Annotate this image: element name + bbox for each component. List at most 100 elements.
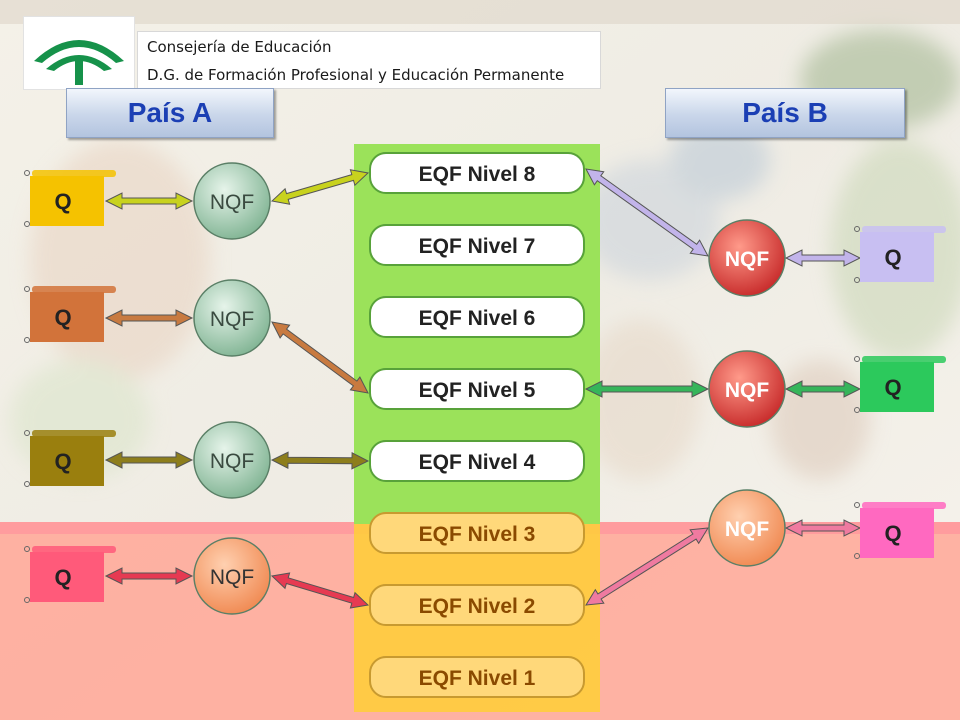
q-scroll-curl [854, 407, 860, 413]
q-card-country-a: Q [24, 170, 116, 227]
q-card-country-b: Q [854, 502, 946, 559]
eqf-level-label: EQF Nivel 2 [419, 595, 536, 618]
arrow-eqf-nqf-b [585, 527, 709, 606]
junta-logo-icon [34, 40, 124, 85]
eqf-level-label: EQF Nivel 7 [419, 235, 536, 258]
eqf-level-rect [369, 440, 585, 482]
q-card-country-b: Q [854, 356, 946, 413]
arrow-nqf-eqf-a [270, 169, 370, 205]
q-card-body [30, 552, 104, 602]
arrow-shape [784, 380, 862, 398]
arrow-shape [104, 451, 194, 469]
eqf-level-box: EQF Nivel 5 [369, 368, 585, 410]
q-card-body [860, 232, 934, 282]
eqf-level-label: EQF Nivel 3 [419, 523, 536, 546]
eqf-level-box: EQF Nivel 8 [369, 152, 585, 194]
header-box: Consejería de Educación D.G. de Formació… [137, 31, 601, 89]
eqf-level-box: EQF Nivel 7 [369, 224, 585, 266]
q-label: Q [54, 305, 71, 330]
nqf-label: NQF [210, 566, 254, 589]
eqf-level-box: EQF Nivel 6 [369, 296, 585, 338]
eqf-level-label: EQF Nivel 4 [419, 451, 536, 474]
nqf-node-country-a: NQF [193, 162, 271, 240]
nqf-node-country-b: NQF [708, 219, 786, 297]
q-scroll-curl [854, 502, 860, 508]
junta-logo [23, 16, 135, 90]
q-card-body [30, 176, 104, 226]
eqf-level-rect [369, 584, 585, 626]
q-scroll-curl [854, 553, 860, 559]
arrow-shape [584, 380, 710, 398]
nqf-circle [193, 421, 271, 499]
q-card-country-a: Q [24, 286, 116, 343]
q-scroll-curl [24, 221, 30, 227]
arrow-nqf-q-b [784, 519, 862, 537]
q-card-country-a: Q [24, 430, 116, 487]
arrow-shape [270, 572, 370, 609]
eqf-level-box: EQF Nivel 1 [369, 656, 585, 698]
q-scroll-curl [854, 277, 860, 283]
arrow-nqf-q-b [784, 249, 862, 267]
eqf-level-rect [369, 368, 585, 410]
nqf-node-country-b: NQF [708, 489, 786, 567]
q-scroll-curl [24, 597, 30, 603]
nqf-node-country-a: NQF [193, 421, 271, 499]
nqf-label: NQF [725, 518, 770, 541]
eqf-level-rect [369, 296, 585, 338]
q-card-country-a: Q [24, 546, 116, 603]
country-b-title: País B [665, 88, 905, 138]
arrow-shape [784, 519, 862, 537]
arrow-shape [104, 567, 194, 585]
arrow-shape [271, 321, 369, 394]
country-a-title: País A [66, 88, 274, 138]
nqf-node-country-a: NQF [193, 279, 271, 357]
arrow-nqf-eqf-a [270, 451, 370, 470]
q-label: Q [54, 565, 71, 590]
arrow-shape [585, 527, 709, 606]
q-scroll-curl [854, 226, 860, 232]
q-card-body [860, 362, 934, 412]
arrow-shape [104, 309, 194, 327]
q-card-body [860, 508, 934, 558]
q-card-country-b: Q [854, 226, 946, 283]
eqf-level-rect [369, 656, 585, 698]
eqf-level-box: EQF Nivel 4 [369, 440, 585, 482]
eqf-level-box: EQF Nivel 2 [369, 584, 585, 626]
q-scroll-top [862, 502, 946, 509]
nqf-node-country-a: NQF [193, 537, 271, 615]
q-scroll-curl [24, 337, 30, 343]
arrow-q-nqf-a [104, 309, 194, 327]
nqf-circle [193, 279, 271, 357]
arrow-shape [270, 451, 370, 470]
q-scroll-top [862, 226, 946, 233]
eqf-level-rect [369, 224, 585, 266]
nqf-label: NQF [210, 191, 254, 214]
q-scroll-top [32, 430, 116, 437]
q-scroll-curl [24, 286, 30, 292]
q-label: Q [54, 189, 71, 214]
nqf-circle [193, 162, 271, 240]
arrow-q-nqf-a [104, 192, 194, 210]
q-scroll-curl [24, 170, 30, 176]
nqf-circle [708, 350, 786, 428]
nqf-label: NQF [725, 248, 770, 271]
eqf-level-label: EQF Nivel 6 [419, 307, 536, 330]
nqf-circle [708, 489, 786, 567]
q-scroll-curl [854, 356, 860, 362]
arrow-nqf-q-b [784, 380, 862, 398]
q-scroll-top [862, 356, 946, 363]
q-label: Q [884, 375, 901, 400]
arrow-shape [784, 249, 862, 267]
nqf-label: NQF [210, 450, 254, 473]
arrow-q-nqf-a [104, 567, 194, 585]
eqf-level-rect [369, 152, 585, 194]
nqf-label: NQF [725, 379, 770, 402]
q-card-body [30, 436, 104, 486]
arrow-eqf-nqf-b [585, 168, 709, 257]
eqf-level-label: EQF Nivel 1 [419, 667, 536, 690]
header-line-2: D.G. de Formación Profesional y Educació… [147, 66, 565, 84]
arrow-nqf-eqf-a [271, 321, 369, 394]
q-label: Q [884, 521, 901, 546]
arrow-eqf-nqf-b [584, 380, 710, 398]
